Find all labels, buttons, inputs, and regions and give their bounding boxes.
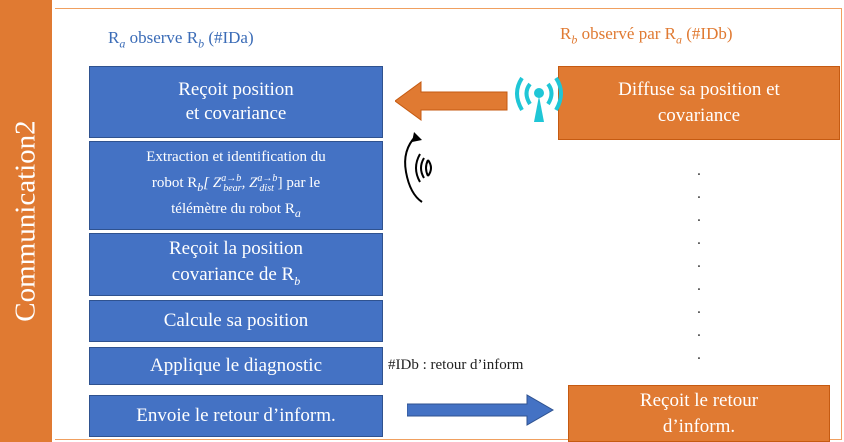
dot: .	[696, 255, 702, 271]
arrow-send-to-receive-feedback	[407, 394, 555, 426]
dot: .	[696, 163, 702, 179]
sidebar: Communication2	[0, 0, 52, 442]
rotating-sensor-icon	[404, 132, 432, 203]
box-send-feedback: Envoie le retour d’inform.	[89, 395, 383, 437]
dot: .	[696, 301, 702, 317]
dot: .	[696, 209, 702, 225]
dot: .	[696, 324, 702, 340]
continuation-dots: ... ... ...	[692, 160, 706, 367]
diagram-frame	[55, 8, 842, 440]
heading-right: Rb observé par Ra (#IDb)	[560, 24, 733, 47]
box-extraction: Extraction et identification du robot Rb…	[89, 141, 383, 230]
dot: .	[696, 347, 702, 363]
feedback-note: #IDb : retour d’inform	[388, 357, 524, 373]
arrow-broadcast-to-receive	[395, 81, 508, 121]
sidebar-title: Communication2	[9, 120, 42, 322]
dot: .	[696, 186, 702, 202]
dot: .	[696, 278, 702, 294]
heading-left: Ra observe Rb (#IDa)	[108, 28, 254, 51]
box-compute-position: Calcule sa position	[89, 300, 383, 342]
box-apply-diagnostic: Applique le diagnostic	[89, 347, 383, 385]
dot: .	[696, 232, 702, 248]
antenna-icon	[515, 76, 563, 122]
